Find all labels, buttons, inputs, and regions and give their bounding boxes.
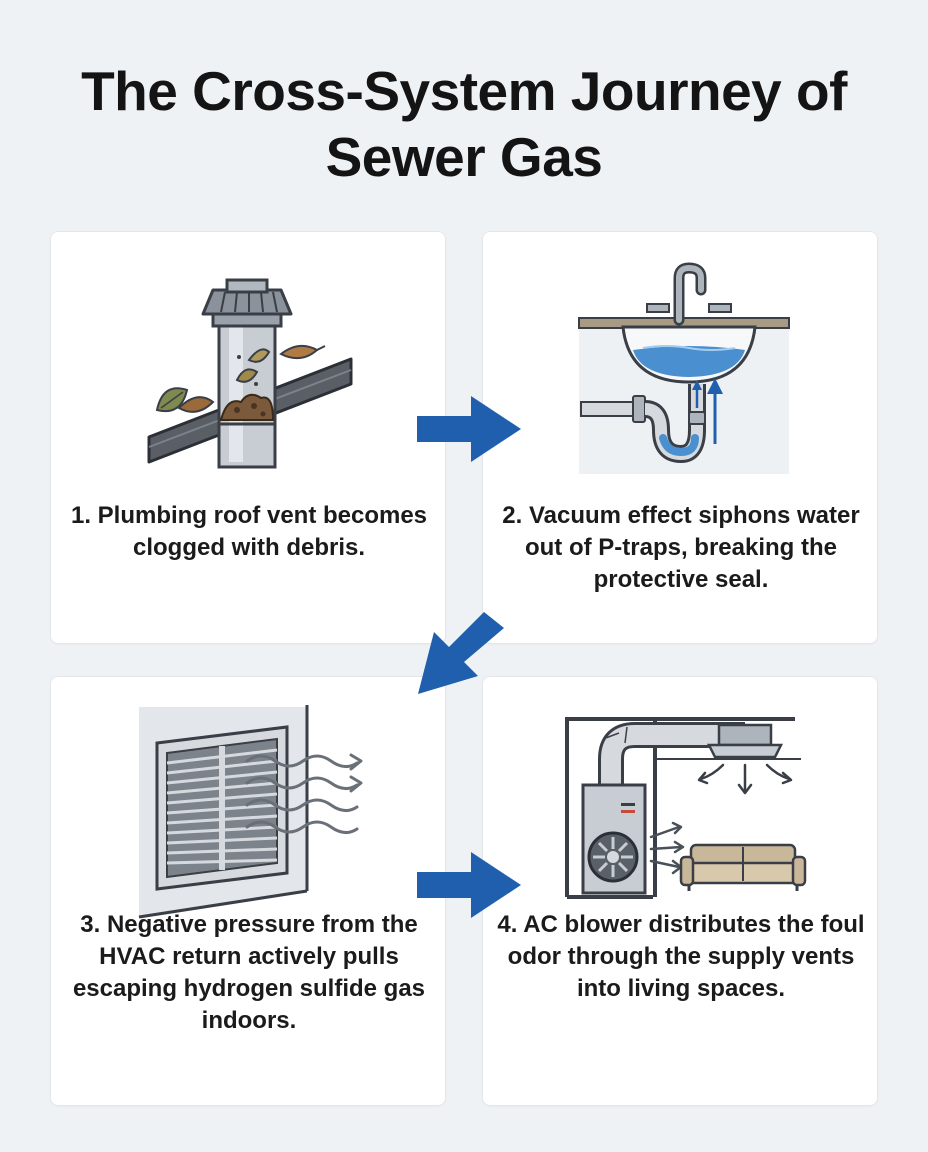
arrow-right-icon: [417, 396, 521, 462]
sink-p-trap-icon: [578, 262, 790, 474]
step-1-caption: 1. Plumbing roof vent becomes clogged wi…: [70, 502, 428, 561]
step-card-4: 4. AC blower distributes the foul odor t…: [482, 676, 878, 1106]
step-4-caption: 4. AC blower distributes the foul odor t…: [497, 911, 865, 1002]
step-card-2: 2. Vacuum effect siphons water out of P-…: [482, 231, 878, 644]
step-card-1: 1. Plumbing roof vent becomes clogged wi…: [50, 231, 446, 644]
ac-blower-ductwork-icon: [565, 717, 807, 899]
page-title: The Cross-System Journey of Sewer Gas: [81, 60, 847, 188]
hvac-return-grille-icon: [138, 705, 363, 919]
clogged-roof-vent-icon: [147, 278, 353, 469]
step-card-3: 3. Negative pressure from the HVAC retur…: [50, 676, 446, 1106]
step-3-caption: 3. Negative pressure from the HVAC retur…: [72, 911, 426, 1034]
step-2-caption: 2. Vacuum effect siphons water out of P-…: [502, 502, 860, 593]
arrow-right-icon: [417, 852, 521, 918]
arrow-down-left-icon: [418, 612, 504, 694]
